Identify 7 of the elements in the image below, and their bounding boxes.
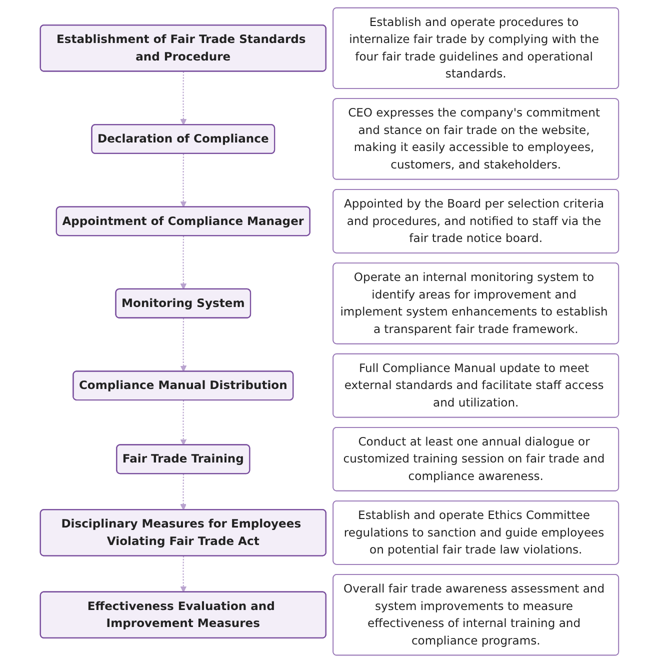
arrow (180, 556, 187, 592)
arrow (180, 236, 187, 290)
arrow (180, 474, 187, 510)
arrow (180, 154, 187, 208)
arrow (180, 318, 187, 372)
arrow (180, 400, 187, 446)
arrow (180, 72, 187, 126)
